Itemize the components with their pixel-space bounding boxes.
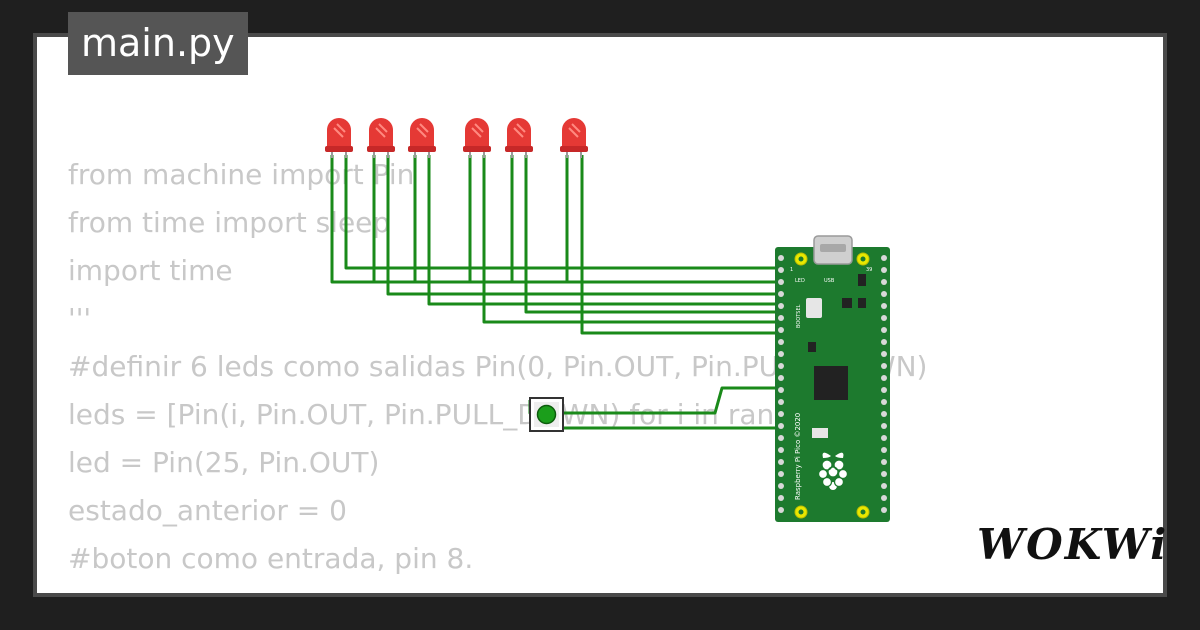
led[interactable] [325, 118, 353, 158]
wires [330, 155, 780, 430]
code-line: from time import sleep [68, 206, 391, 239]
code-line: from machine import Pin [68, 158, 415, 191]
code-line: ''' [68, 302, 92, 335]
rp2040-chip [814, 366, 848, 400]
code-line: boton = Pin(8, Pin.IN, Pin.PULL_DOWN) [68, 583, 927, 593]
code-line: #boton como entrada, pin 8. [68, 542, 474, 575]
wokwi-logo: WOKWi [977, 520, 1169, 569]
code-line: import time [68, 254, 233, 287]
wire-led-6-b [580, 155, 780, 335]
led-label: LED [795, 278, 805, 284]
led[interactable] [560, 118, 588, 158]
file-title-tab[interactable]: main.py [68, 12, 248, 75]
led[interactable] [505, 118, 533, 158]
pin-label-first: 1 [790, 267, 793, 273]
pin-header-right [881, 255, 887, 513]
wire-led-1 [330, 155, 780, 284]
wire-led-5-b [524, 155, 780, 314]
wire-led-1-b [344, 155, 780, 270]
pico-board[interactable]: 1 39 LED USB BOOTSEL Raspberry Pi Pico ©… [775, 235, 890, 522]
bootsel-button [806, 298, 822, 318]
led[interactable] [408, 118, 436, 158]
pin-label-last: 39 [866, 267, 872, 273]
led-group [325, 118, 588, 158]
led[interactable] [367, 118, 395, 158]
pin-header-left [778, 255, 784, 513]
wire-led-3-b [427, 155, 780, 306]
pushbutton[interactable] [529, 397, 564, 432]
code-line: estado_anterior = 0 [68, 494, 347, 527]
led[interactable] [463, 118, 491, 158]
wire-led-4-b [482, 155, 780, 324]
code-line: led = Pin(25, Pin.OUT) [68, 446, 380, 479]
bootsel-label: BOOTSEL [796, 304, 802, 328]
wire-button-1 [528, 386, 780, 415]
board-name-label: Raspberry Pi Pico ©2020 [794, 413, 802, 500]
simulation-canvas[interactable]: from machine import Pin from time import … [37, 37, 1163, 593]
usb-label: USB [824, 278, 835, 284]
wire-led-2-b [386, 155, 780, 296]
